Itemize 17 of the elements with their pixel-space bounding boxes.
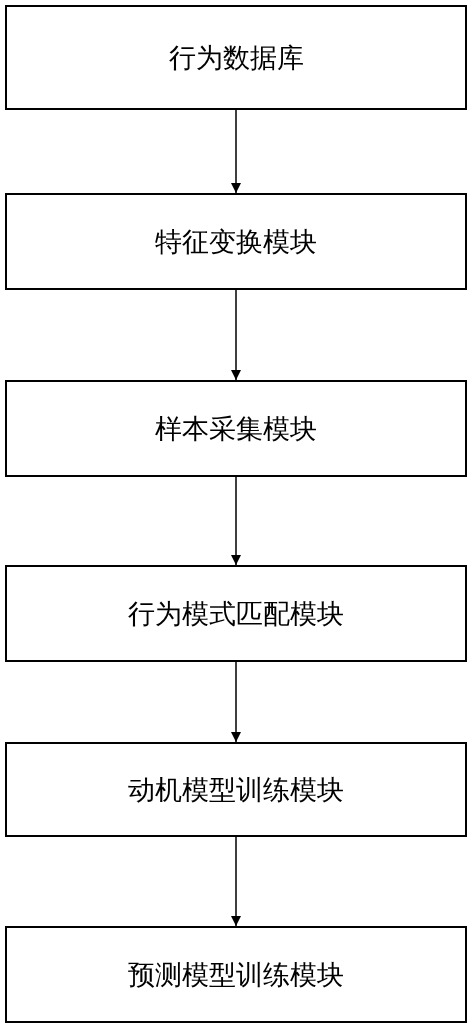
arrow <box>231 836 241 927</box>
box-label: 样本采集模块 <box>155 411 317 446</box>
process-box <box>5 5 467 110</box>
box-label: 特征变换模块 <box>155 224 317 259</box>
process-box <box>5 565 467 662</box>
arrow <box>231 661 241 743</box>
process-box <box>5 380 467 477</box>
process-box <box>5 742 467 837</box>
box-label: 行为模式匹配模块 <box>128 596 344 631</box>
arrow <box>231 289 241 381</box>
process-box <box>5 926 467 1023</box>
arrow <box>231 476 241 566</box>
arrow <box>231 109 241 194</box>
box-label: 动机模型训练模块 <box>128 772 344 807</box>
box-label: 行为数据库 <box>168 40 304 75</box>
process-box <box>5 193 467 290</box>
box-label: 预测模型训练模块 <box>128 957 344 992</box>
